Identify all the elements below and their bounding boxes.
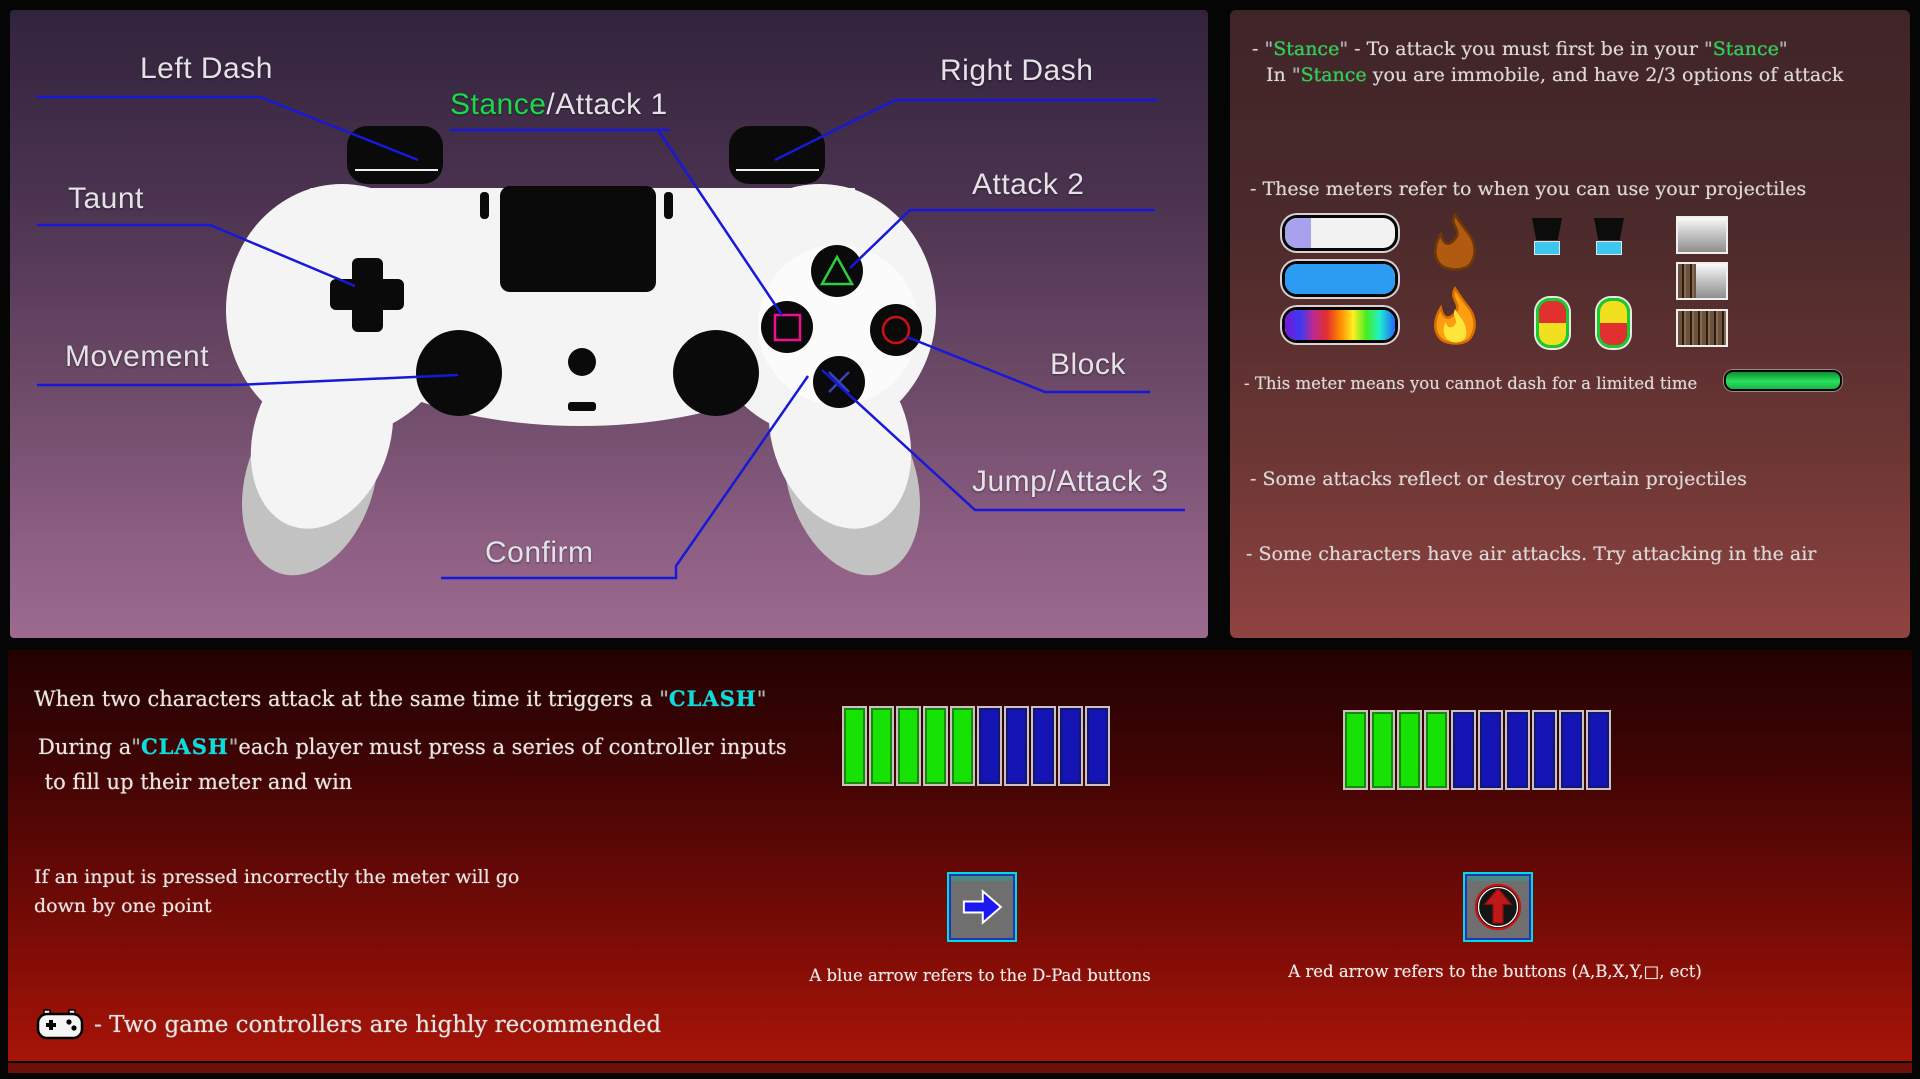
- face-buttons: [761, 245, 922, 408]
- gamepad-icon: [36, 1009, 84, 1040]
- label-attack-2: Attack 2: [972, 168, 1085, 201]
- dash-cooldown-meter: [1724, 370, 1842, 391]
- options-button: [664, 192, 673, 219]
- meter-segment: [950, 706, 975, 786]
- stance-info-line-2: In "Stance you are immobile, and have 2/…: [1260, 64, 1844, 86]
- controller-body: [226, 184, 936, 436]
- meter-segment: [1397, 710, 1422, 790]
- info-panel: - "Stance" - To attack you must first be…: [1230, 10, 1910, 638]
- meter-segment: [1031, 706, 1056, 786]
- reflect-line: - Some attacks reflect or destroy certai…: [1250, 468, 1747, 490]
- right-shoulder-button: [729, 126, 825, 184]
- meter-segment: [923, 706, 948, 786]
- air-attacks-line: - Some characters have air attacks. Try …: [1246, 543, 1817, 565]
- capsule-red-yellow-icon: [1536, 298, 1569, 348]
- label-taunt: Taunt: [68, 182, 144, 215]
- triangle-button: [811, 245, 863, 297]
- clash-meter-left: [842, 706, 1110, 786]
- label-stance-attack1: Stance/Attack 1: [450, 88, 668, 122]
- share-button: [480, 192, 489, 219]
- label-right-dash: Right Dash: [940, 54, 1094, 87]
- meter-segment: [1058, 706, 1083, 786]
- projectile-meter-full: [1282, 261, 1398, 297]
- circle-button: [870, 304, 922, 356]
- controllers-recommendation: - Two game controllers are highly recomm…: [36, 1008, 661, 1042]
- controllers-note-text: - Two game controllers are highly recomm…: [94, 1012, 662, 1038]
- label-jump-attack-3: Jump/Attack 3: [972, 465, 1169, 498]
- incorrect-line-1: If an input is pressed incorrectly the m…: [34, 866, 520, 888]
- meter-segment: [842, 706, 867, 786]
- meter-segment: [1085, 706, 1110, 786]
- label-confirm: Confirm: [485, 536, 594, 569]
- meter-segment: [1451, 710, 1476, 790]
- ps-button: [568, 348, 596, 376]
- meter-fill: [1285, 310, 1395, 340]
- right-stick: [673, 330, 759, 416]
- cross-button: [813, 356, 865, 408]
- meter-segment: [1343, 710, 1368, 790]
- clash-line-2: During a"CLASH"each player must press a …: [38, 734, 787, 759]
- left-shoulder-button: [347, 126, 443, 184]
- flame-bright-icon: [1434, 286, 1476, 345]
- meter-segment: [1586, 710, 1611, 790]
- meter-segment: [869, 706, 894, 786]
- label-attack1-part: /Attack 1: [546, 88, 668, 121]
- meter-segment: [1505, 710, 1530, 790]
- incorrect-line-2: down by one point: [34, 895, 212, 917]
- mic-button: [568, 402, 596, 411]
- clash-line-3: to fill up their meter and win: [38, 770, 353, 794]
- flame-dim-icon: [1434, 212, 1476, 271]
- dash-meter-line: - This meter means you cannot dash for a…: [1244, 374, 1698, 393]
- projectile-token-icon: [1594, 218, 1624, 256]
- bottom-band: [8, 1063, 1912, 1073]
- meter-fill: [1285, 218, 1312, 248]
- stance-info-line-1: - "Stance" - To attack you must first be…: [1252, 38, 1788, 60]
- label-left-dash: Left Dash: [140, 52, 273, 85]
- capsule-yellow-red-icon: [1597, 298, 1630, 348]
- meter-segment: [977, 706, 1002, 786]
- ammo-stack-full-icon: [1676, 309, 1728, 347]
- dpad: [330, 258, 404, 332]
- meter-segment: [1559, 710, 1584, 790]
- projectile-token-icon: [1532, 218, 1562, 256]
- ammo-stack-partial-icon: [1676, 262, 1728, 300]
- clash-panel: When two characters attack at the same t…: [8, 650, 1912, 1061]
- projectile-meter-rainbow: [1282, 307, 1398, 343]
- meter-segment: [1004, 706, 1029, 786]
- label-stance-part: Stance: [450, 88, 547, 121]
- label-movement: Movement: [65, 340, 210, 373]
- blue-arrow-caption: A blue arrow refers to the D-Pad buttons: [809, 966, 1151, 985]
- red-arrow-caption: A red arrow refers to the buttons (A,B,X…: [1288, 962, 1702, 981]
- meter-segment: [1370, 710, 1395, 790]
- clash-line-1: When two characters attack at the same t…: [34, 686, 767, 711]
- meter-segment: [1532, 710, 1557, 790]
- meter-segment: [896, 706, 921, 786]
- label-block: Block: [1050, 348, 1126, 381]
- meter-segment: [1478, 710, 1503, 790]
- red-button-arrow-icon: [1463, 872, 1533, 942]
- left-stick: [416, 330, 502, 416]
- touchpad: [500, 186, 656, 292]
- controller-diagram-panel: Left Dash Stance/Attack 1 Right Dash Tau…: [10, 10, 1208, 638]
- clash-meter-right: [1343, 710, 1611, 790]
- blue-dpad-arrow-icon: [947, 872, 1017, 942]
- ammo-stack-empty-icon: [1676, 216, 1728, 254]
- meters-info-line: - These meters refer to when you can use…: [1250, 178, 1807, 200]
- meter-segment: [1424, 710, 1449, 790]
- meter-fill: [1285, 264, 1395, 294]
- projectile-meter-low: [1282, 215, 1398, 251]
- square-button: [761, 301, 813, 353]
